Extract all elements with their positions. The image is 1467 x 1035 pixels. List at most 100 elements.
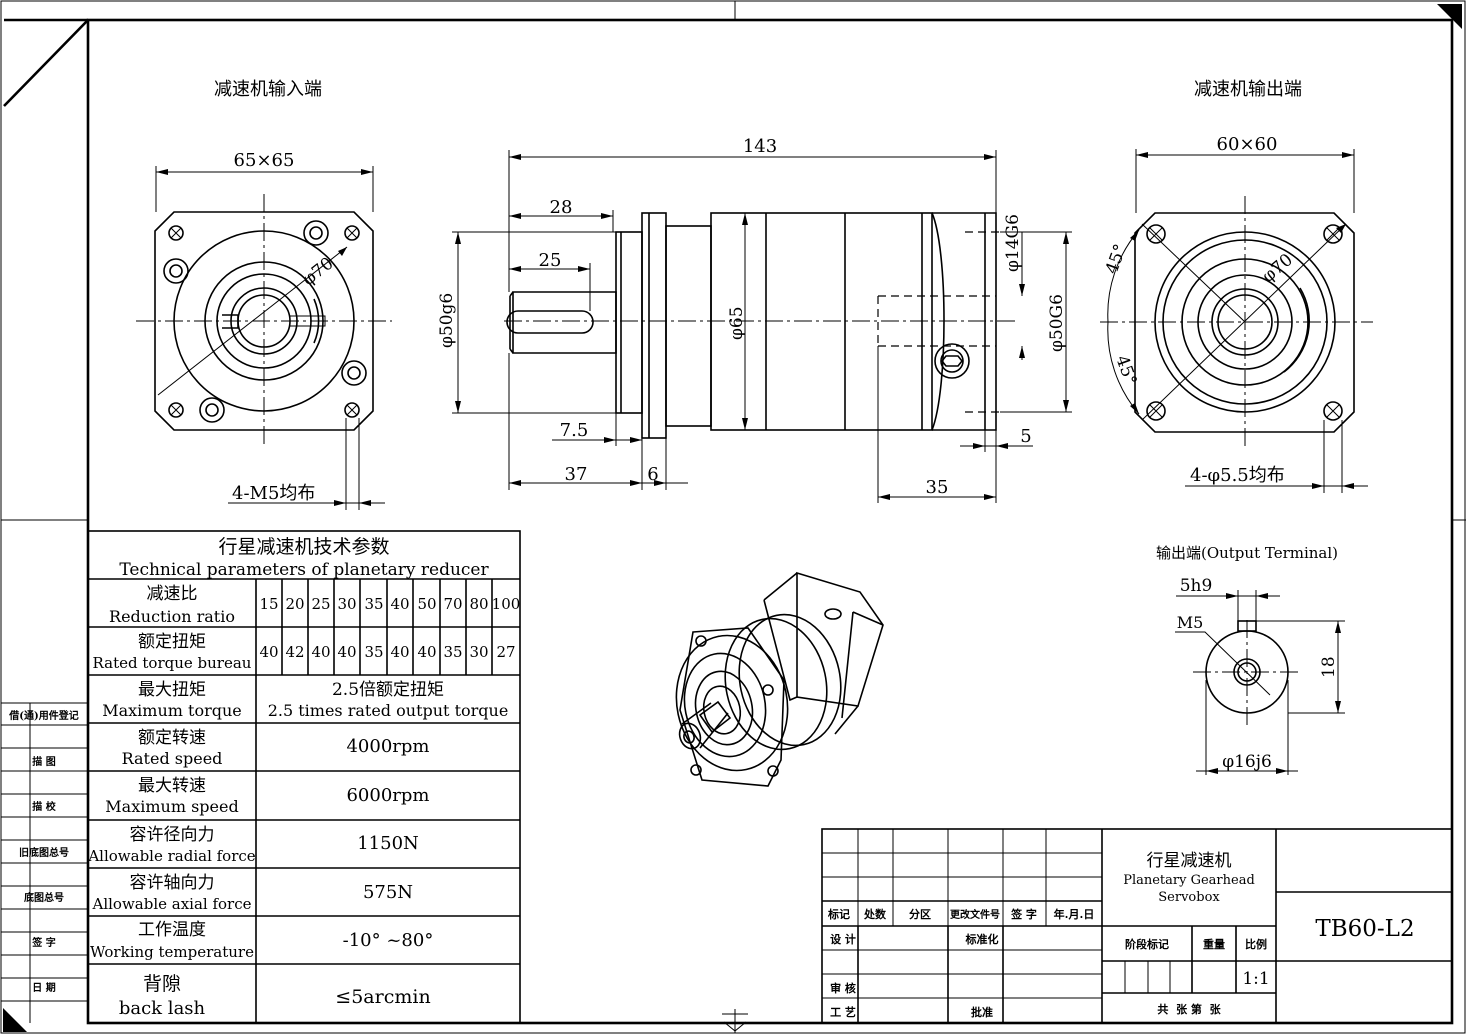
ratio-cell: 50 — [417, 595, 436, 613]
row-label-cn: 背隙 — [143, 973, 181, 995]
row-label-cn: 工作温度 — [138, 920, 206, 940]
output-view-title: 减速机输出端 — [1194, 79, 1302, 100]
side-view: 143 28 25 φ50g6 φ65 φ14G6 φ50G6 — [437, 136, 1072, 503]
dim-shaft: φ14G6 — [1003, 214, 1023, 272]
value-cell: 2.5倍额定扭矩 — [332, 680, 444, 700]
row-label: 工 艺 — [830, 1005, 856, 1019]
torque-cell: 35 — [443, 643, 462, 661]
torque-cell: 27 — [496, 643, 515, 661]
col-label: 签 字 — [1010, 907, 1037, 921]
dim-angle-top: 45° — [1102, 242, 1131, 277]
technical-parameters-table: 行星减速机技术参数 Technical parameters of planet… — [87, 530, 521, 1024]
input-view-title: 减速机输入端 — [214, 79, 322, 100]
ratio-cell: 100 — [492, 595, 521, 613]
row-label-en: Maximum torque — [102, 701, 242, 720]
row-label: 批准 — [971, 1005, 993, 1019]
stage-label: 阶段标记 — [1125, 937, 1169, 951]
row-label-en: Allowable radial force — [87, 847, 255, 865]
mount-hole — [1323, 224, 1343, 244]
torque-cell: 30 — [469, 643, 488, 661]
mount-hole — [1146, 401, 1166, 421]
dim-37: 37 — [565, 464, 588, 485]
ratio-cell: 25 — [311, 595, 330, 613]
ratio-cell: 40 — [390, 595, 409, 613]
row-label-cn: 最大转速 — [138, 776, 206, 796]
output-terminal-title: 输出端(Output Terminal) — [1156, 544, 1338, 562]
ratio-cell: 30 — [337, 595, 356, 613]
strip-label: 签 字 — [31, 936, 55, 949]
dim-output-flange: 60×60 — [1217, 134, 1278, 155]
row-label-cn: 容许径向力 — [130, 825, 215, 845]
row-label-cn: 额定转速 — [138, 728, 206, 748]
drawing-number: TB60-L2 — [1315, 916, 1414, 942]
dim-5: 5 — [1020, 426, 1031, 447]
ratio-cell: 15 — [259, 595, 278, 613]
value-cell: 2.5 times rated output torque — [268, 701, 509, 720]
strip-label: 描 校 — [32, 800, 56, 813]
dim-25: 25 — [539, 250, 562, 271]
dim-overall-length: 143 — [743, 136, 777, 157]
value-cell: -10° ~80° — [343, 930, 434, 951]
input-end-view: 减速机输入端 65×65 φ70 — [136, 79, 392, 510]
mount-hole — [1323, 401, 1343, 421]
row-label: 设 计 — [830, 932, 856, 946]
torque-cell: 40 — [259, 643, 278, 661]
output-terminal-detail: 输出端(Output Terminal) 5h9 M5 18 φ16j6 — [1156, 544, 1345, 775]
dim-key: 5h9 — [1180, 576, 1213, 596]
output-end-view: 减速机输出端 45° 45° φ70 60×60 4-φ5.5均布 — [1100, 79, 1373, 493]
ratio-cell: 70 — [443, 595, 462, 613]
row-label-cn: 容许轴向力 — [130, 873, 215, 893]
dim-key-height: 18 — [1319, 656, 1339, 678]
torque-cell: 40 — [417, 643, 436, 661]
table-title-cn: 行星减速机技术参数 — [218, 536, 389, 558]
strip-label: 旧底图总号 — [19, 846, 69, 859]
row-label-en: Maximum speed — [105, 797, 238, 816]
dim-35: 35 — [926, 477, 949, 498]
torque-cell: 35 — [364, 643, 383, 661]
torque-cell: 40 — [390, 643, 409, 661]
dim-7-5: 7.5 — [560, 420, 589, 441]
ratio-cell: 35 — [364, 595, 383, 613]
torque-cell: 40 — [311, 643, 330, 661]
dim-6: 6 — [647, 464, 658, 485]
dim-output-holes: 4-φ5.5均布 — [1190, 465, 1285, 486]
ratio-cell: 80 — [469, 595, 488, 613]
left-record-strip: 借(通)用件登记 描 图 描 校 旧底图总号 底图总号 签 字 日 期 — [1, 703, 88, 1023]
mount-hole — [344, 225, 360, 241]
strip-label: 日 期 — [32, 981, 55, 994]
row-label-cn: 额定扭矩 — [138, 632, 206, 652]
dim-body: φ65 — [727, 306, 747, 340]
col-label: 更改文件号 — [950, 908, 1000, 921]
value-cell: 575N — [363, 882, 413, 903]
dim-28: 28 — [550, 197, 573, 218]
isometric-gearbox-illustration — [675, 571, 884, 787]
dim-output-pcd: φ70 — [1258, 250, 1297, 287]
row-label-en: Reduction ratio — [109, 607, 235, 626]
col-label: 分区 — [909, 907, 931, 921]
row-label-cn: 减速比 — [147, 584, 198, 604]
value-cell: ≤5arcmin — [335, 986, 430, 1008]
torque-cell: 42 — [285, 643, 304, 661]
sheets-label: 共 张 第 张 — [1157, 1002, 1221, 1016]
row-label-en: Rated torque bureau — [93, 654, 252, 672]
strip-label: 底图总号 — [24, 891, 64, 904]
row-label-en: Rated speed — [122, 749, 223, 768]
dim-input-holes: 4-M5均布 — [232, 483, 315, 504]
product-name-cn: 行星减速机 — [1147, 851, 1232, 871]
value-cell: 1150N — [357, 833, 419, 854]
strip-label: 借(通)用件登记 — [8, 709, 78, 722]
row-label-en: Working temperature — [90, 943, 254, 961]
scale-label: 比例 — [1245, 937, 1267, 951]
row-label: 标准化 — [965, 932, 999, 946]
value-cell: 6000rpm — [346, 785, 429, 806]
title-block: 标记 处数 分区 更改文件号 签 字 年.月.日 设 计 标准化 审 核 工 艺… — [821, 828, 1453, 1024]
mount-hole — [344, 402, 360, 418]
dim-thread: M5 — [1177, 613, 1204, 632]
row-label-en: Allowable axial force — [91, 895, 251, 913]
col-label: 标记 — [827, 907, 850, 921]
ratio-cell: 20 — [285, 595, 304, 613]
row-label: 审 核 — [830, 981, 856, 995]
torque-cell: 40 — [337, 643, 356, 661]
